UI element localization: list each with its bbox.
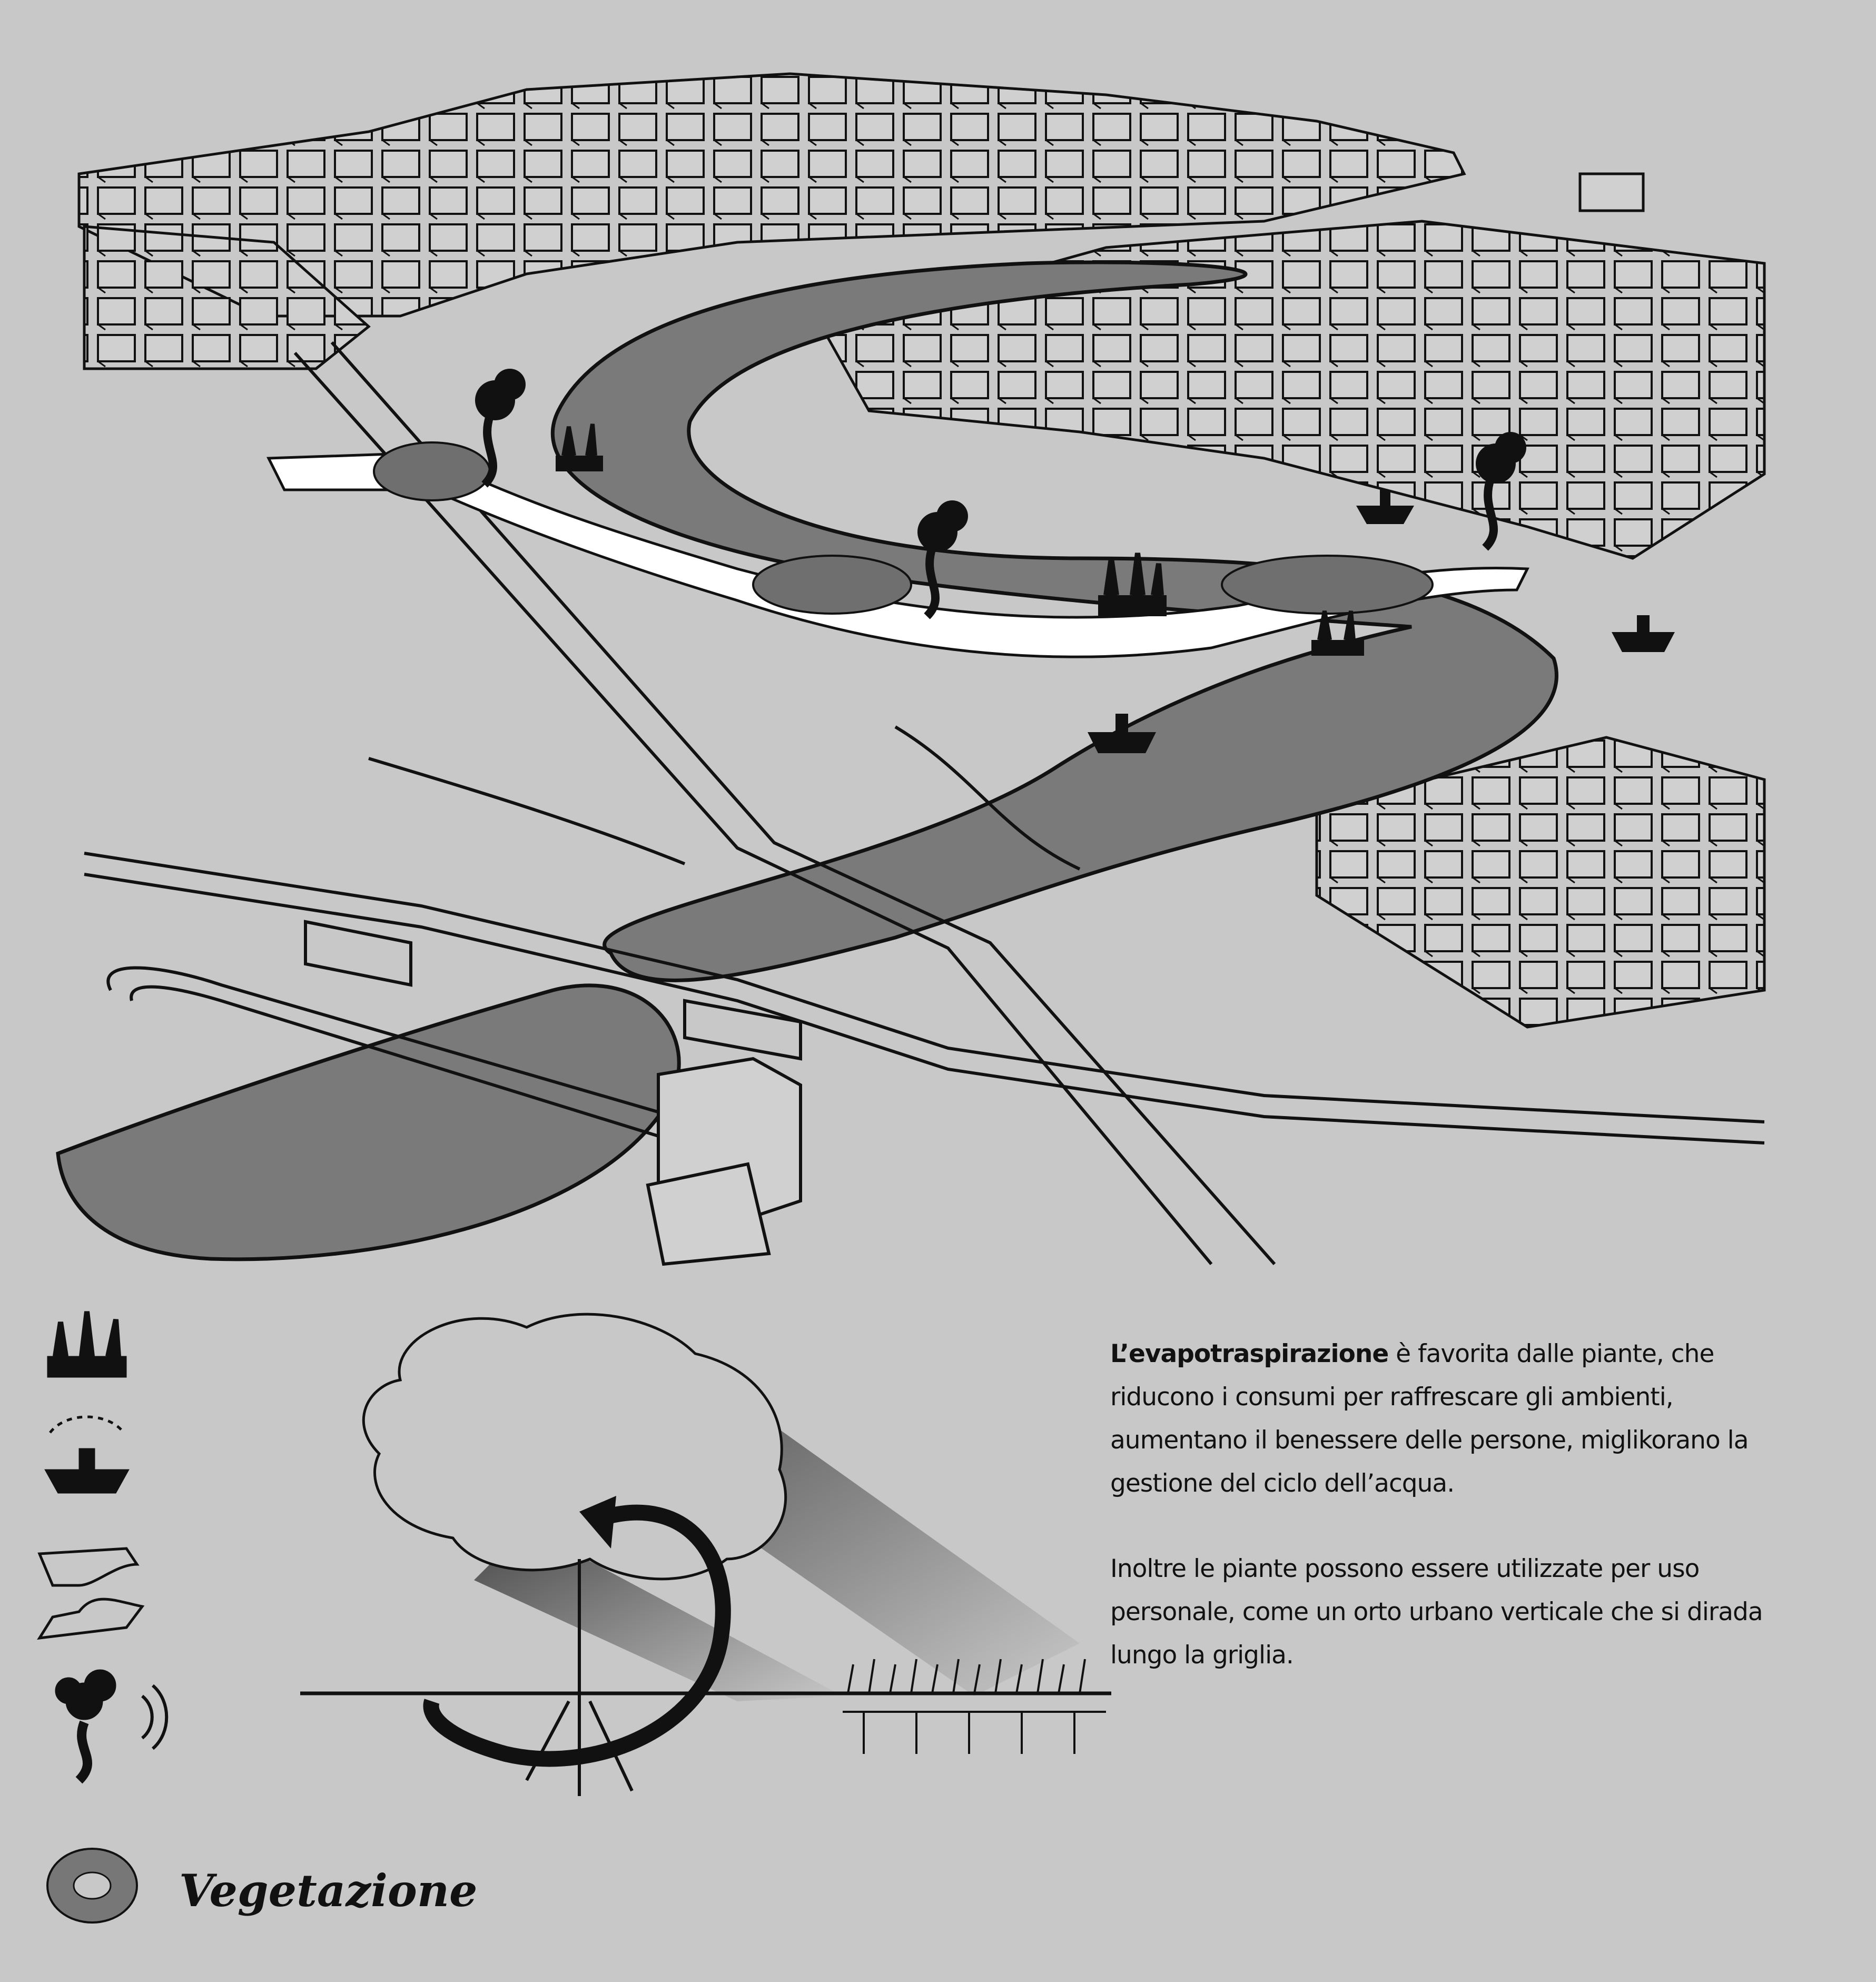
evapotranspiration-term: L’evapotraspirazione	[1110, 1339, 1389, 1368]
smoke-icon	[917, 500, 968, 619]
legend-vegetation-label: Vegetazione	[179, 1865, 478, 1917]
fountain-icon	[1612, 615, 1675, 652]
smoke-icon	[475, 369, 526, 488]
description-paragraph-2: Inoltre le piante possono essere utilizz…	[1110, 1554, 1763, 1670]
description-text: L’evapotraspirazione è favorita dalle pi…	[1110, 1333, 1811, 1719]
smoke-sound-icon	[55, 1669, 169, 1784]
tree-diagram	[300, 1313, 1111, 1796]
roads	[84, 341, 1765, 1265]
fountain-icon	[44, 1415, 130, 1494]
fountain-icon	[1356, 490, 1414, 524]
legend-icons	[37, 1311, 169, 1924]
smoke-icon	[1476, 432, 1526, 551]
plants-planter-icon	[47, 1311, 127, 1378]
description-paragraph-1: L’evapotraspirazione è favorita dalle pi…	[1110, 1333, 1811, 1505]
city-blocks-right	[819, 172, 1766, 1029]
arch-bridge	[304, 920, 802, 1061]
planter-icon	[1311, 610, 1364, 656]
grass-strip	[843, 1659, 1106, 1754]
map-icons	[475, 369, 1675, 753]
vegetation-icon	[46, 1848, 138, 1924]
tree-canopy	[362, 1313, 787, 1581]
river	[550, 260, 1558, 982]
city-blocks-upper	[77, 72, 1466, 370]
planter-icon	[1098, 553, 1167, 616]
cycle-arrow-icon	[423, 1504, 731, 1767]
fountain-icon	[1088, 714, 1156, 753]
description-paragraph-1-text: è favorita dalle piante, che riducono i …	[1110, 1339, 1749, 1498]
planter-icon	[556, 423, 603, 471]
canopy-shape-icon	[37, 1547, 145, 1640]
buildings-lower	[646, 1057, 802, 1266]
